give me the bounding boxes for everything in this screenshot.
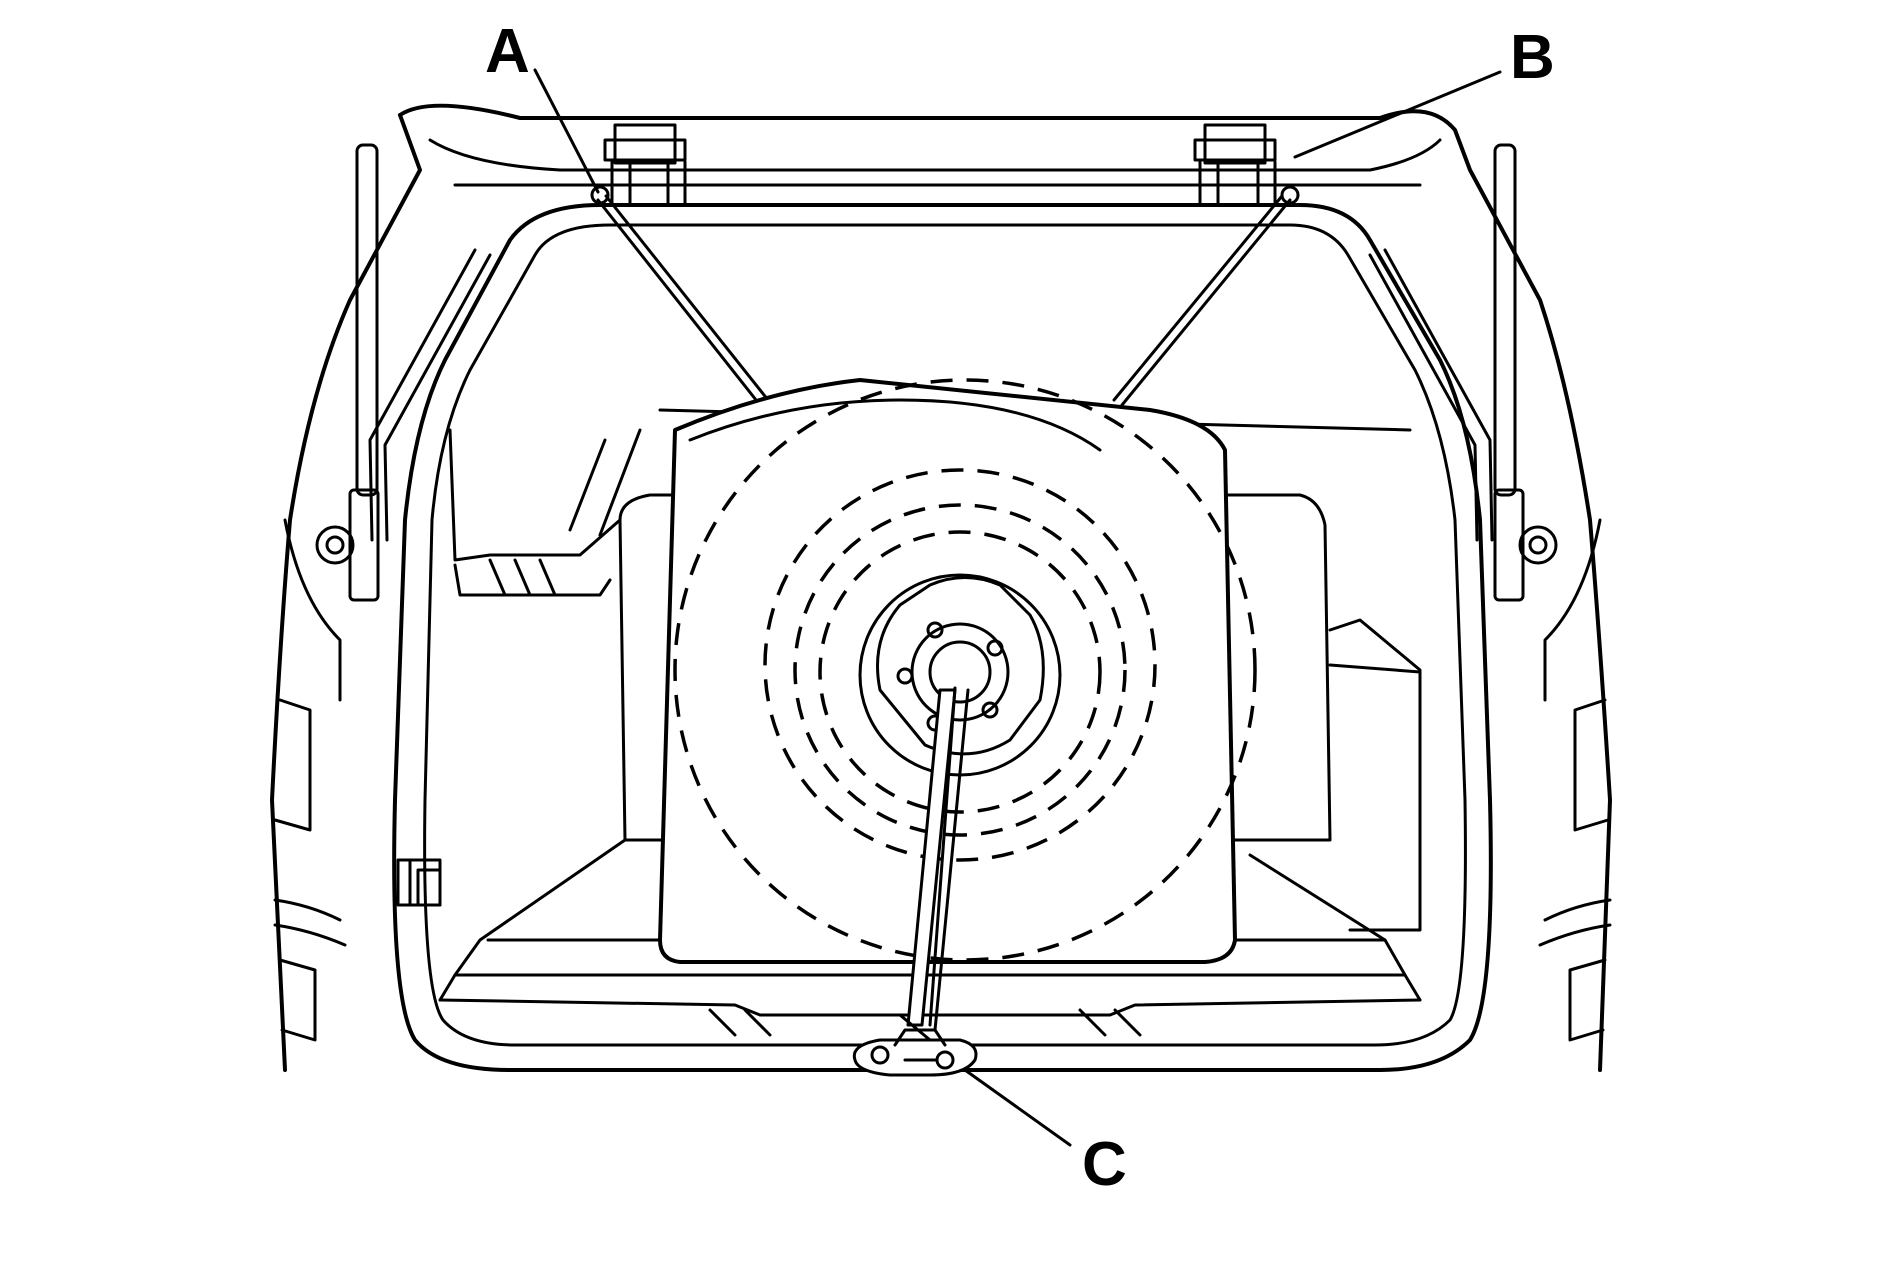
liftgate-strut-left — [315, 143, 380, 602]
callout-leader-c — [963, 1068, 1072, 1147]
callout-label-b: B — [1510, 23, 1555, 92]
floor-anchor-bracket — [852, 1028, 978, 1077]
callout-label-c: C — [1082, 1130, 1127, 1199]
callout-leader-b — [1293, 70, 1502, 159]
liftgate-strut-right — [1493, 143, 1558, 602]
vehicle-body-outline — [270, 103, 1612, 1072]
callout-leader-a — [533, 68, 600, 194]
callout-label-a: A — [485, 17, 530, 86]
tie-down-strap — [898, 686, 970, 1062]
hinge-right — [1193, 123, 1300, 207]
spare-tire — [658, 378, 1257, 964]
tether-strap-right — [1112, 194, 1292, 407]
tether-strap-left — [596, 194, 770, 407]
hinge-left — [590, 123, 687, 207]
